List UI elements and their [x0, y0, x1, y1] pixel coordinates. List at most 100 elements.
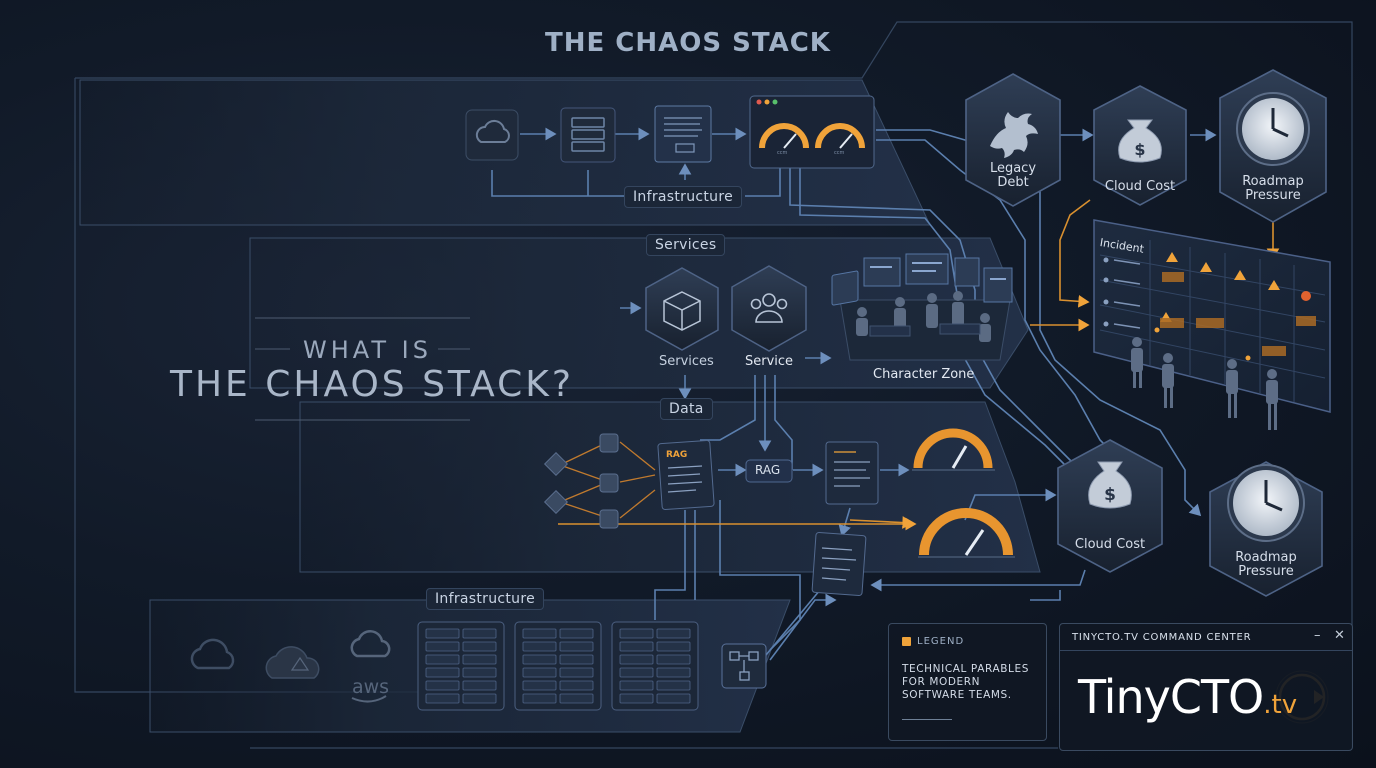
server-slot — [462, 680, 497, 691]
server-slot — [522, 693, 557, 704]
layer-label-infrastructure-top: Infrastructure — [624, 186, 742, 208]
legend-title: LEGEND — [917, 636, 965, 647]
server-slot — [656, 641, 691, 652]
services-node-label: Services — [659, 354, 714, 369]
server-icon — [571, 117, 605, 152]
svg-text:$: $ — [1134, 140, 1145, 159]
command-center-window: TINYCTO.TV COMMAND CENTER – ✕ TinyCTO.tv — [1059, 623, 1353, 751]
money-bag-icon: $ — [1118, 119, 1162, 163]
legend-text: TECHNICAL PARABLES FOR MODERN SOFTWARE T… — [902, 663, 1029, 701]
aws-logo-text: aws — [352, 676, 390, 698]
cube-icon — [663, 291, 701, 331]
cloud-cost-hex-bottom: $ — [1057, 439, 1163, 573]
close-icon[interactable]: ✕ — [1334, 628, 1345, 643]
services-hex-node — [645, 267, 719, 351]
command-center-title: TINYCTO.TV COMMAND CENTER — [1072, 632, 1252, 643]
money-bag-icon: $ — [1088, 461, 1132, 509]
server-slot — [656, 628, 691, 639]
server-node-top — [560, 107, 616, 163]
roadmap-pressure-top-label: Roadmap Pressure — [1242, 174, 1304, 203]
server-slot — [656, 654, 691, 665]
network-node-icon — [721, 643, 767, 689]
server-slot — [619, 654, 654, 665]
brand-main: TinyCTO — [1078, 670, 1264, 724]
server-slot — [619, 641, 654, 652]
cloud-icon — [475, 119, 510, 143]
server-rack-slots — [425, 628, 691, 704]
gauge-caption-2: ccm — [834, 150, 845, 156]
document-node-mid — [825, 441, 879, 505]
cloud-icon — [265, 646, 320, 679]
cloud-cost-top-label: Cloud Cost — [1104, 179, 1176, 194]
document-icon — [825, 441, 879, 505]
rag-tag-box — [745, 459, 793, 483]
brand-suffix: .tv — [1263, 690, 1298, 720]
clock-icon — [1227, 464, 1305, 542]
server-slot — [619, 667, 654, 678]
layer-label-services: Services — [646, 234, 726, 256]
console-node-top — [654, 105, 712, 163]
server-slot — [462, 628, 497, 639]
roadmap-pressure-hex-top — [1219, 69, 1327, 223]
users-icon — [750, 293, 788, 323]
headline-line-2: THE CHAOS STACK? — [170, 364, 574, 405]
server-slot — [425, 667, 460, 678]
server-slot — [619, 680, 654, 691]
service-node-label: Service — [745, 354, 794, 369]
roadmap-pressure-hex-bottom — [1209, 461, 1323, 597]
gauge-caption-1: ccm — [777, 150, 788, 156]
cloud-node-top — [465, 109, 519, 161]
rag-document-node — [657, 439, 715, 511]
server-slot — [522, 680, 557, 691]
node-icon — [729, 651, 759, 681]
document-node-low — [811, 532, 867, 596]
service-hex-node — [731, 265, 807, 352]
gauge-icon — [912, 428, 995, 471]
headline-rules — [255, 317, 470, 421]
server-slot — [559, 680, 594, 691]
gauge-icon — [918, 508, 1015, 558]
diagram-title: THE CHAOS STACK — [545, 28, 831, 58]
rag-tag-label: RAG — [755, 463, 781, 477]
cloud-icon — [350, 630, 391, 658]
character-zone-label: Character Zone — [873, 367, 975, 382]
legend-panel: LEGEND TECHNICAL PARABLES FOR MODERN SOF… — [888, 623, 1047, 741]
layer-label-data: Data — [660, 398, 713, 420]
server-slot — [559, 641, 594, 652]
brand-logo: TinyCTO.tv — [1078, 670, 1297, 724]
cloud-icon — [190, 638, 235, 670]
legacy-debt-label: Legacy Debt — [989, 161, 1037, 190]
title-divider — [1060, 650, 1352, 651]
legacy-debt-hex — [965, 73, 1061, 207]
server-slot — [619, 693, 654, 704]
server-slot — [425, 680, 460, 691]
gauge-icon — [759, 123, 809, 149]
headline-line-1: WHAT IS — [303, 336, 432, 364]
data-node-graph — [543, 433, 656, 529]
clock-icon — [1236, 92, 1310, 166]
server-slot — [656, 680, 691, 691]
character-zone-scene — [831, 253, 1013, 361]
legend-swatch — [902, 637, 911, 646]
server-slot — [559, 628, 594, 639]
server-slot — [522, 641, 557, 652]
roadmap-pressure-bottom-label: Roadmap Pressure — [1235, 550, 1297, 579]
server-slot — [619, 628, 654, 639]
server-slot — [425, 693, 460, 704]
cloud-cost-bottom-label: Cloud Cost — [1074, 537, 1146, 552]
rag-document-label: RAG — [666, 450, 688, 460]
gauge-icon — [815, 123, 865, 149]
svg-text:$: $ — [1104, 485, 1116, 505]
gauge-monitor-top — [749, 95, 875, 169]
dragon-icon — [990, 112, 1038, 158]
incident-board — [1093, 219, 1331, 430]
cloud-cost-hex-top: $ — [1093, 85, 1187, 206]
server-slot — [462, 641, 497, 652]
minimize-icon[interactable]: – — [1314, 628, 1321, 643]
legend-underline — [902, 719, 952, 720]
server-slot — [656, 693, 691, 704]
server-slot — [522, 628, 557, 639]
server-slot — [462, 693, 497, 704]
server-slot — [559, 654, 594, 665]
